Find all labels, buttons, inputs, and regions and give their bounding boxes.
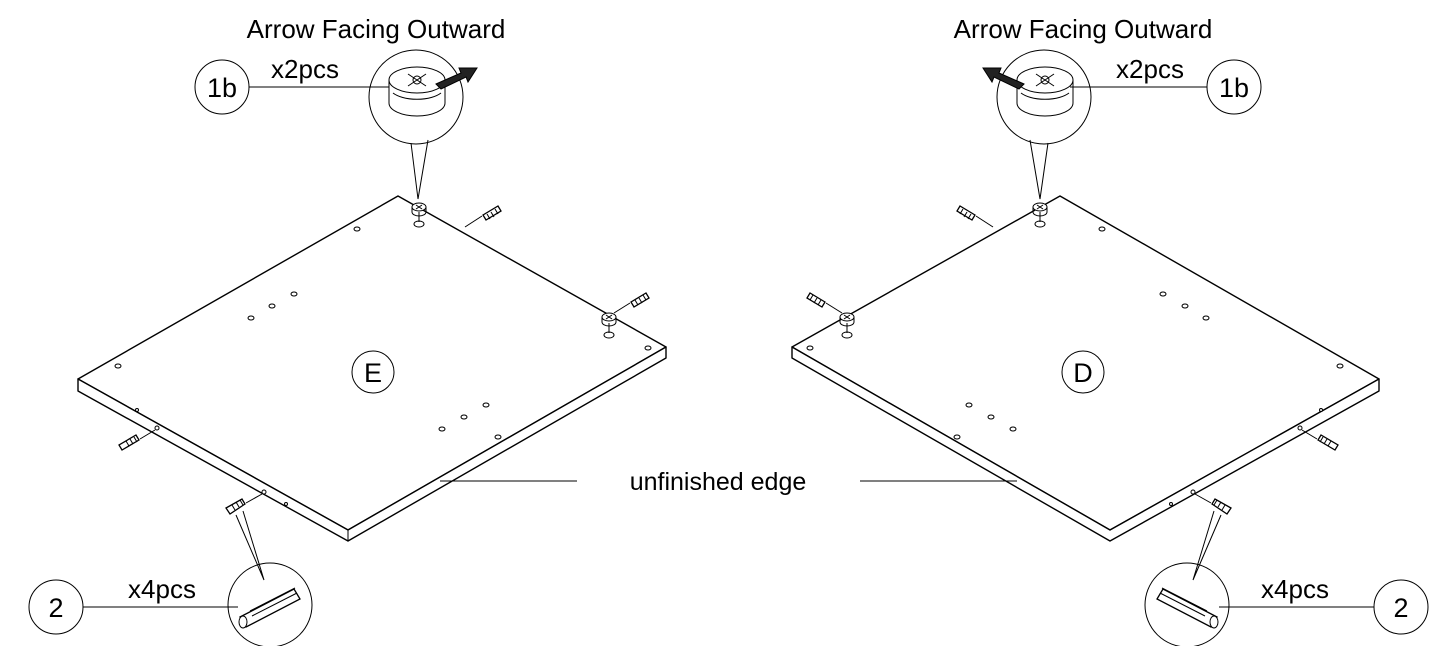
panel-label-e: E bbox=[364, 358, 382, 388]
cam-lock-icon bbox=[601, 312, 617, 333]
cam-lock-callout-left bbox=[368, 49, 478, 200]
cam-part-left: 1b bbox=[207, 73, 237, 103]
wooden-dowel-icon bbox=[806, 292, 843, 314]
cam-note-right: Arrow Facing Outward bbox=[954, 14, 1213, 44]
wooden-dowel-icon bbox=[118, 429, 156, 451]
dowel-callout-left bbox=[227, 510, 313, 646]
cam-part-right: 1b bbox=[1219, 73, 1249, 103]
panel-label-circle bbox=[1061, 350, 1105, 394]
panel-d-edge bbox=[791, 346, 1380, 542]
dowel-qty-left: x4pcs bbox=[128, 574, 196, 604]
wooden-dowel-icon bbox=[225, 493, 263, 515]
wooden-dowel-icon bbox=[464, 205, 502, 228]
cam-lock-icon bbox=[839, 312, 855, 333]
wooden-dowel-icon bbox=[1194, 493, 1232, 515]
cam-lock-icon bbox=[411, 202, 427, 222]
panel-label-d: D bbox=[1073, 358, 1093, 388]
panel-e-holes bbox=[114, 220, 652, 506]
unfinished-edge-callout: unfinished edge bbox=[440, 468, 1017, 496]
wooden-dowel-icon bbox=[956, 205, 994, 228]
wooden-dowel-icon bbox=[1301, 429, 1339, 451]
edge-note: unfinished edge bbox=[630, 468, 807, 496]
dowel-callout-right bbox=[1144, 510, 1230, 646]
cam-lock-callout-right bbox=[982, 49, 1092, 200]
panel-label-circle bbox=[351, 350, 395, 394]
dowel-part-left: 2 bbox=[48, 593, 63, 623]
outward-arrow-icon bbox=[982, 67, 1025, 90]
cam-note-left: Arrow Facing Outward bbox=[247, 14, 506, 44]
dowel-part-right: 2 bbox=[1393, 593, 1408, 623]
panel-d-holes bbox=[806, 220, 1344, 506]
cam-qty-left: x2pcs bbox=[271, 54, 339, 84]
wooden-dowel-icon bbox=[613, 292, 650, 314]
outward-arrow-icon bbox=[435, 67, 478, 90]
panel-e: Arrow Facing Outward x2pcs 1b E x4pcs 2 bbox=[28, 14, 667, 646]
panel-d: Arrow Facing Outward x2pcs 1b D x4pcs 2 bbox=[791, 14, 1429, 646]
dowel-qty-right: x4pcs bbox=[1261, 574, 1329, 604]
cam-lock-icon bbox=[1032, 202, 1048, 222]
cam-qty-right: x2pcs bbox=[1116, 54, 1184, 84]
